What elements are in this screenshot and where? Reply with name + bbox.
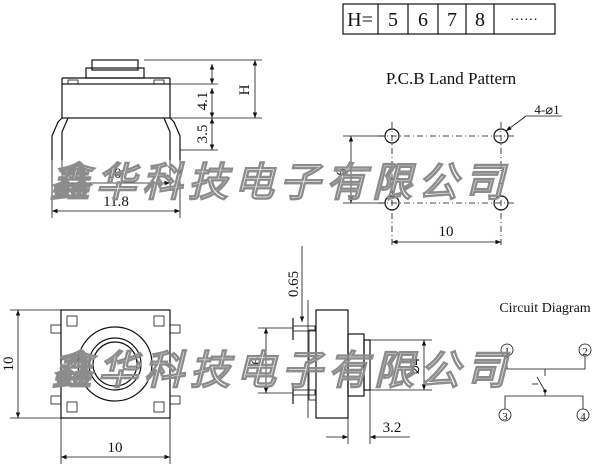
circuit-title: Circuit Diagram <box>499 301 590 316</box>
dim-side-h: H <box>237 84 253 95</box>
dim-side-11-8: 11.8 <box>103 194 129 210</box>
pcb-title: P.C.B Land Pattern <box>386 69 517 88</box>
circuit-pin-label-1: 1 <box>504 346 510 358</box>
height-value-6: 6 <box>418 9 428 31</box>
side-view-2: 0.65 6 ⌀4 3.2 <box>249 246 432 444</box>
pcb-land-pattern: P.C.B Land Pattern 4-⌀1 6 10 <box>334 69 562 246</box>
circuit-pin-label-3: 3 <box>502 411 508 423</box>
top-dim-10-vertical: 10 <box>1 357 17 372</box>
side2-dim-6: 6 <box>249 357 265 365</box>
height-value-7: 7 <box>447 9 457 31</box>
side2-dim-3-2: 3.2 <box>383 420 402 436</box>
circuit-diagram: Circuit Diagram 1 2 3 4 <box>498 301 592 423</box>
side2-dim-diameter: ⌀4 <box>407 357 423 374</box>
height-table: H= 5 6 7 8 ······ <box>342 3 556 35</box>
circuit-pin-label-2: 2 <box>582 346 588 358</box>
pcb-dim-10: 10 <box>439 224 454 240</box>
height-value-8: 8 <box>475 9 485 31</box>
watermark-top: 鑫华科技电子有限公司 <box>50 160 510 206</box>
dim-side-3-5: 3.5 <box>195 125 211 144</box>
dim-side-10: 10 <box>107 166 122 182</box>
side2-dim-0-65: 0.65 <box>286 271 302 297</box>
height-value-5: 5 <box>388 9 398 31</box>
top-dim-10-horizontal: 10 <box>108 440 123 456</box>
pcb-hole-label: 4-⌀1 <box>534 102 559 117</box>
circuit-pin-label-4: 4 <box>580 411 586 423</box>
watermark-bottom: 鑫华科技电子有限公司 <box>52 348 512 394</box>
top-view: 10 10 <box>1 309 181 464</box>
height-value-ellipsis: ······ <box>510 13 538 28</box>
height-table-label: H= <box>347 9 373 31</box>
dim-side-4-1: 4.1 <box>195 92 211 111</box>
side-view: 4.1 3.5 H 10 11.8 <box>51 59 262 218</box>
pcb-dim-6: 6 <box>334 168 350 176</box>
